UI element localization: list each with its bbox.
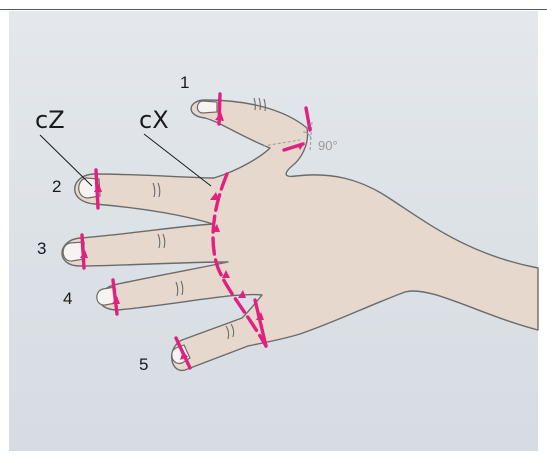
- middle-nail: [63, 242, 84, 261]
- measure-label-cx: cX: [139, 108, 169, 132]
- finger-label-little: 5: [139, 356, 148, 373]
- finger-label-ring: 4: [63, 290, 72, 307]
- hand-outline: [62, 100, 538, 370]
- cz-leader-line: [40, 135, 92, 186]
- measure-label-cz: cZ: [35, 108, 65, 132]
- middle-tip-measure: [82, 235, 84, 268]
- thumb-nail: [197, 101, 217, 113]
- angle-label: 90°: [318, 139, 338, 152]
- finger-label-index: 2: [52, 178, 61, 195]
- finger-label-middle: 3: [37, 240, 46, 257]
- finger-label-thumb: 1: [180, 74, 189, 91]
- thumb-base-measure: [306, 108, 310, 130]
